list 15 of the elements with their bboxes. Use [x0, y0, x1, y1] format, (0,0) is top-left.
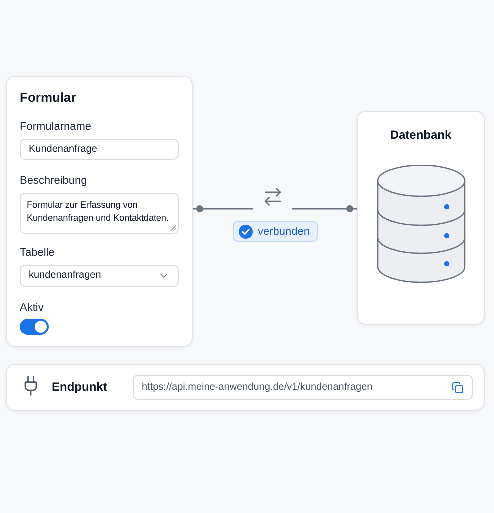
- textarea-field: Formular zur Erfassung von Kundenanfragen und Kontaktdaten.: [20, 193, 179, 234]
- field-label: Tabelle: [20, 246, 55, 260]
- text-input: Kundenanfrage: [20, 139, 179, 160]
- panel-title: Datenbank: [390, 128, 452, 143]
- endpoint-panel: [6, 364, 485, 411]
- form-panel: [6, 76, 193, 347]
- edge-label: verbunden: [258, 226, 310, 238]
- select-dropdown: kundenanfragen: [20, 265, 179, 287]
- field-label: Aktiv: [20, 301, 44, 315]
- url-field: https://api.meine-anwendung.de/v1/kundenanfragen: [133, 375, 473, 400]
- panel-title: Formular: [20, 90, 76, 105]
- panel-title: Endpunkt: [52, 380, 108, 395]
- field-label: Beschreibung: [20, 174, 88, 188]
- field-label: Formularname: [20, 120, 92, 134]
- database-panel: [357, 111, 485, 325]
